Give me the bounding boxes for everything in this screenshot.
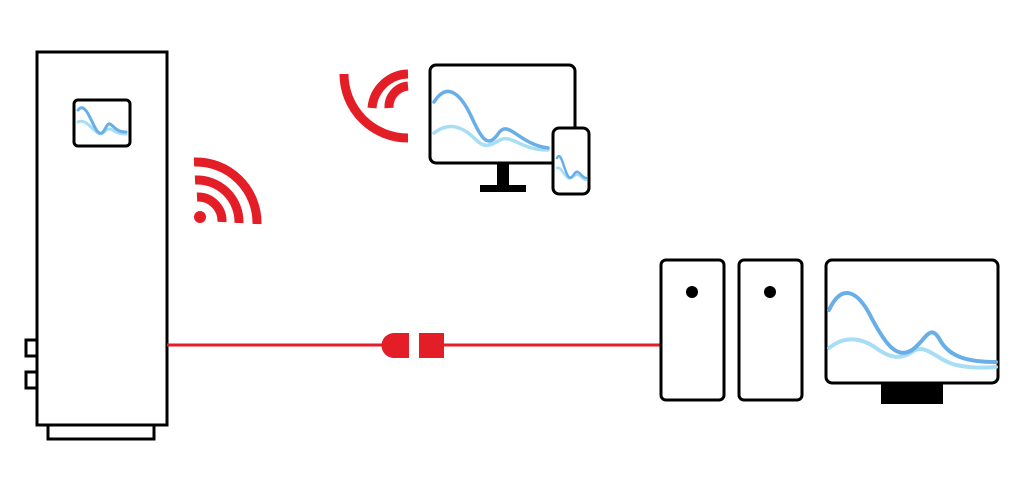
wifi-dot-controller [194, 211, 206, 223]
pc-tower-2-power-led [764, 286, 776, 298]
remote-monitor-frame [428, 63, 577, 165]
wired-monitor-frame [824, 258, 1000, 385]
cabinet-port-top [24, 338, 39, 358]
remote-monitor-wave-dark [432, 89, 550, 150]
cabinet-port-bottom [24, 370, 39, 390]
wireless-signal-controller [193, 157, 262, 225]
remote-monitor-stand-base [480, 185, 526, 192]
plug-left [381, 333, 409, 358]
wifi-arc-middle-remote [367, 69, 409, 109]
wifi-arc-middle-controller [194, 175, 244, 224]
wifi-arc-inner-controller [196, 192, 227, 223]
controller-cabinet [24, 50, 169, 441]
pc-tower-1 [659, 258, 726, 402]
smartphone-frame [551, 126, 591, 196]
remote-monitor-wave-light [432, 124, 550, 152]
wired-monitor-stand [881, 383, 943, 404]
wifi-arc-outer-controller [193, 157, 262, 225]
cabinet-display [72, 98, 132, 148]
wifi-arc-outer-remote [339, 73, 409, 143]
wired-connection [167, 333, 662, 358]
smartphone-wave-dark [555, 154, 588, 180]
pc-tower-2-body [737, 258, 804, 402]
wired-monitor [824, 258, 1000, 404]
pc-tower-1-body [659, 258, 726, 402]
wifi-arc-inner-remote [384, 81, 409, 109]
remote-desktop-monitor [428, 63, 577, 192]
plug-right [419, 333, 444, 358]
remote-monitor-stand-neck [497, 163, 509, 187]
pc-tower-1-power-led [686, 286, 698, 298]
pc-tower-2 [737, 258, 804, 402]
wireless-signal-remote [339, 69, 409, 143]
wired-monitor-wave-dark [827, 291, 998, 364]
remote-smartphone [551, 126, 591, 196]
cabinet-display-wave-dark [76, 106, 128, 135]
